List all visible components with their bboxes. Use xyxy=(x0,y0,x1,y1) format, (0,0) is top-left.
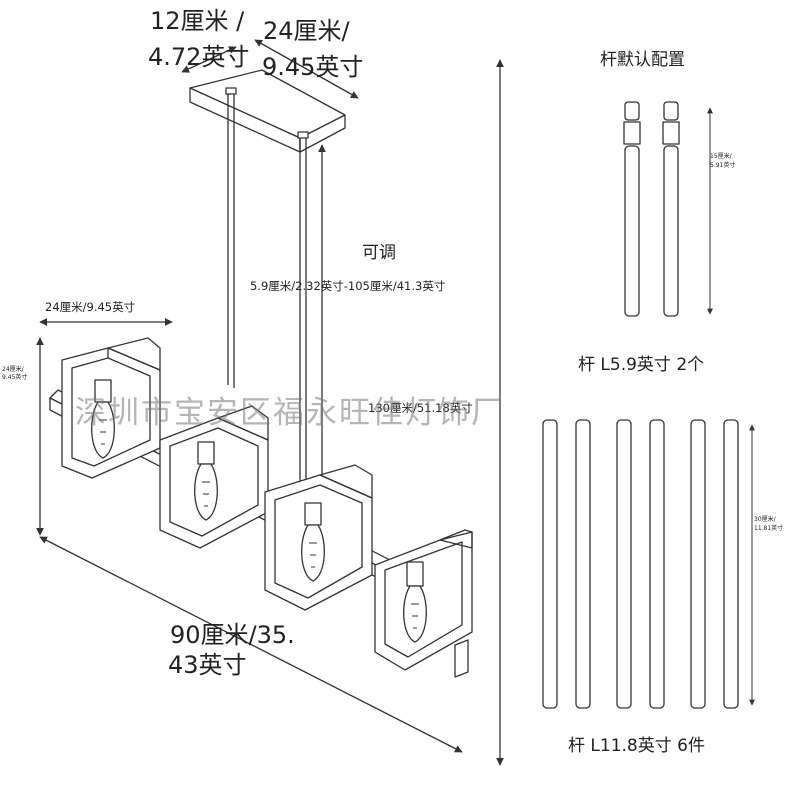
suspension-rods xyxy=(225,87,309,502)
bulb-4 xyxy=(403,561,427,643)
short-rod-caption: 杆 L5.9英寸 2个 xyxy=(578,355,705,375)
frame-width-label: 24厘米/9.45英寸 xyxy=(45,300,136,314)
long-rods xyxy=(542,419,739,709)
bulb-2 xyxy=(194,441,218,521)
canopy-length-label-line1: 24厘米/ xyxy=(263,17,350,45)
canopy-width-dim-line xyxy=(181,46,237,73)
canopy-width-label-line2: 4.72英寸 xyxy=(148,43,250,71)
long-rod-dim-line2: 11.81英寸 xyxy=(754,525,784,532)
watermark: 深圳市宝安区福永旺佳灯饰厂 xyxy=(75,395,504,431)
overall-height-label: 130厘米/51.18英寸 xyxy=(368,401,473,415)
canopy-length-dim-line xyxy=(254,39,359,99)
bulb-1 xyxy=(91,379,115,459)
adjustable-title: 可调 xyxy=(362,243,396,263)
length-label-line1: 90厘米/35. xyxy=(170,621,295,649)
frame-height-label-line2: 9.45英寸 xyxy=(2,374,28,381)
length-label-line2: 43英寸 xyxy=(168,651,247,679)
long-rod-dim-line1: 30厘米/ xyxy=(754,516,776,523)
canopy-width-label-line1: 12厘米 / xyxy=(150,7,245,35)
frame-height-label-line1: 24厘米/ xyxy=(2,366,24,373)
canopy-length-label-line2: 9.45英寸 xyxy=(262,53,364,81)
long-rod-caption: 杆 L11.8英寸 6件 xyxy=(568,736,705,756)
short-rod-2 xyxy=(662,101,680,317)
default-rods-title: 杆默认配置 xyxy=(600,50,685,70)
short-rod-1 xyxy=(623,101,641,317)
adjustable-range-label: 5.9厘米/2.32英寸-105厘米/41.3英寸 xyxy=(250,279,446,293)
canopy-plate xyxy=(189,69,346,153)
bulb-3 xyxy=(301,502,325,582)
short-rod-dim-line2: 5.91英寸 xyxy=(710,162,736,169)
short-rod-dim-line1: 15厘米/ xyxy=(710,153,732,160)
length-dim-line xyxy=(39,536,463,753)
